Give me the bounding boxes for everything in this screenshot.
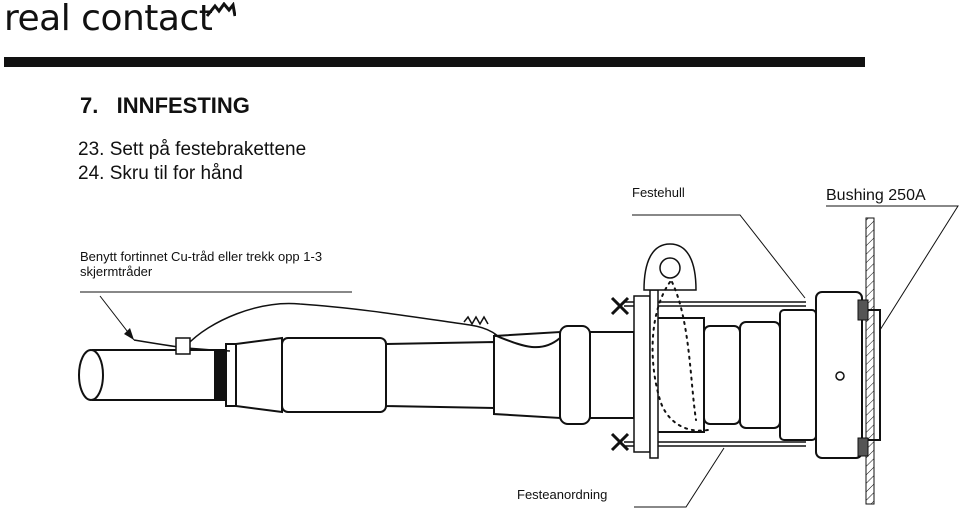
wire-note-line-2: skjermtråder: [80, 264, 153, 279]
cable: [78, 343, 237, 407]
brand-logo: real contact: [4, 0, 213, 39]
label-festeanordning: Festeanordning: [517, 487, 608, 502]
header-rule: [4, 57, 865, 67]
wire-twist: [463, 315, 489, 326]
step-23: 23. Sett på festebrakettene: [78, 139, 307, 160]
rc-mountain-logo: [206, 2, 236, 17]
section-title: 7. INNFESTING: [80, 93, 250, 118]
bolt-head: [835, 371, 845, 381]
brand-text: real contact: [4, 0, 213, 39]
ball-chain-2: [671, 281, 697, 421]
festeanordning-leader: [634, 447, 725, 508]
label-festehull: Festehull: [632, 185, 685, 200]
note-leader-arrow: [124, 328, 134, 340]
wing-nut-bottom: [610, 432, 630, 452]
bushing-leader: [826, 205, 959, 331]
bracket: [624, 243, 806, 459]
festehull-leader: [632, 214, 806, 299]
wing-nut-top: [610, 296, 630, 316]
wire-clamp: [175, 337, 191, 355]
screen-wire-loop: [185, 302, 503, 347]
ball-chain: [651, 281, 709, 432]
connector-body: [235, 291, 881, 459]
wire-note-line-1: Benytt fortinnet Cu-tråd eller trekk opp…: [80, 249, 323, 264]
step-24: 24. Skru til for hånd: [78, 163, 243, 184]
bushing-ring-top: [857, 299, 869, 321]
wire-note: Benytt fortinnet Cu-tråd eller trekk opp…: [80, 249, 380, 279]
label-bushing: Bushing 250A: [826, 187, 926, 204]
wall: [865, 217, 875, 505]
bushing-ring-bottom: [857, 437, 869, 457]
